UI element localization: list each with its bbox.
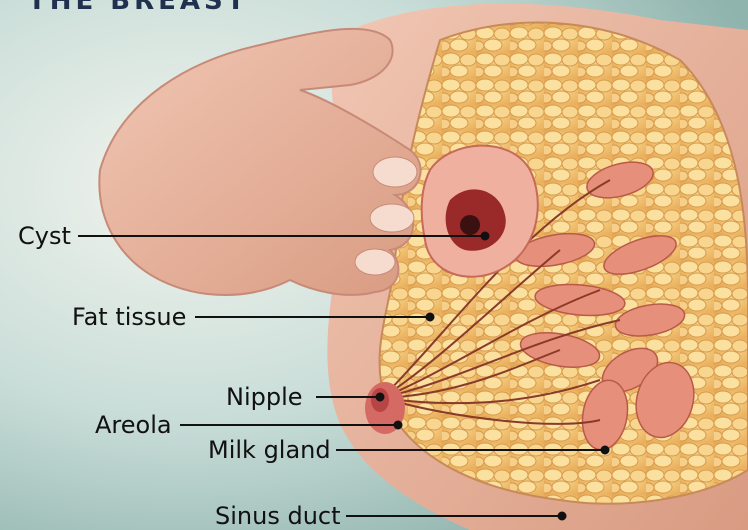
label-nipple: Nipple [226,385,303,409]
diagram-title: THE BREAST [28,0,249,16]
label-sinus-duct: Sinus duct [215,504,341,528]
label-cyst: Cyst [18,224,71,248]
label-areola: Areola [95,413,172,437]
label-fat-tissue: Fat tissue [72,305,186,329]
label-milk-gland: Milk gland [208,438,331,462]
nipple-shape [371,388,389,412]
